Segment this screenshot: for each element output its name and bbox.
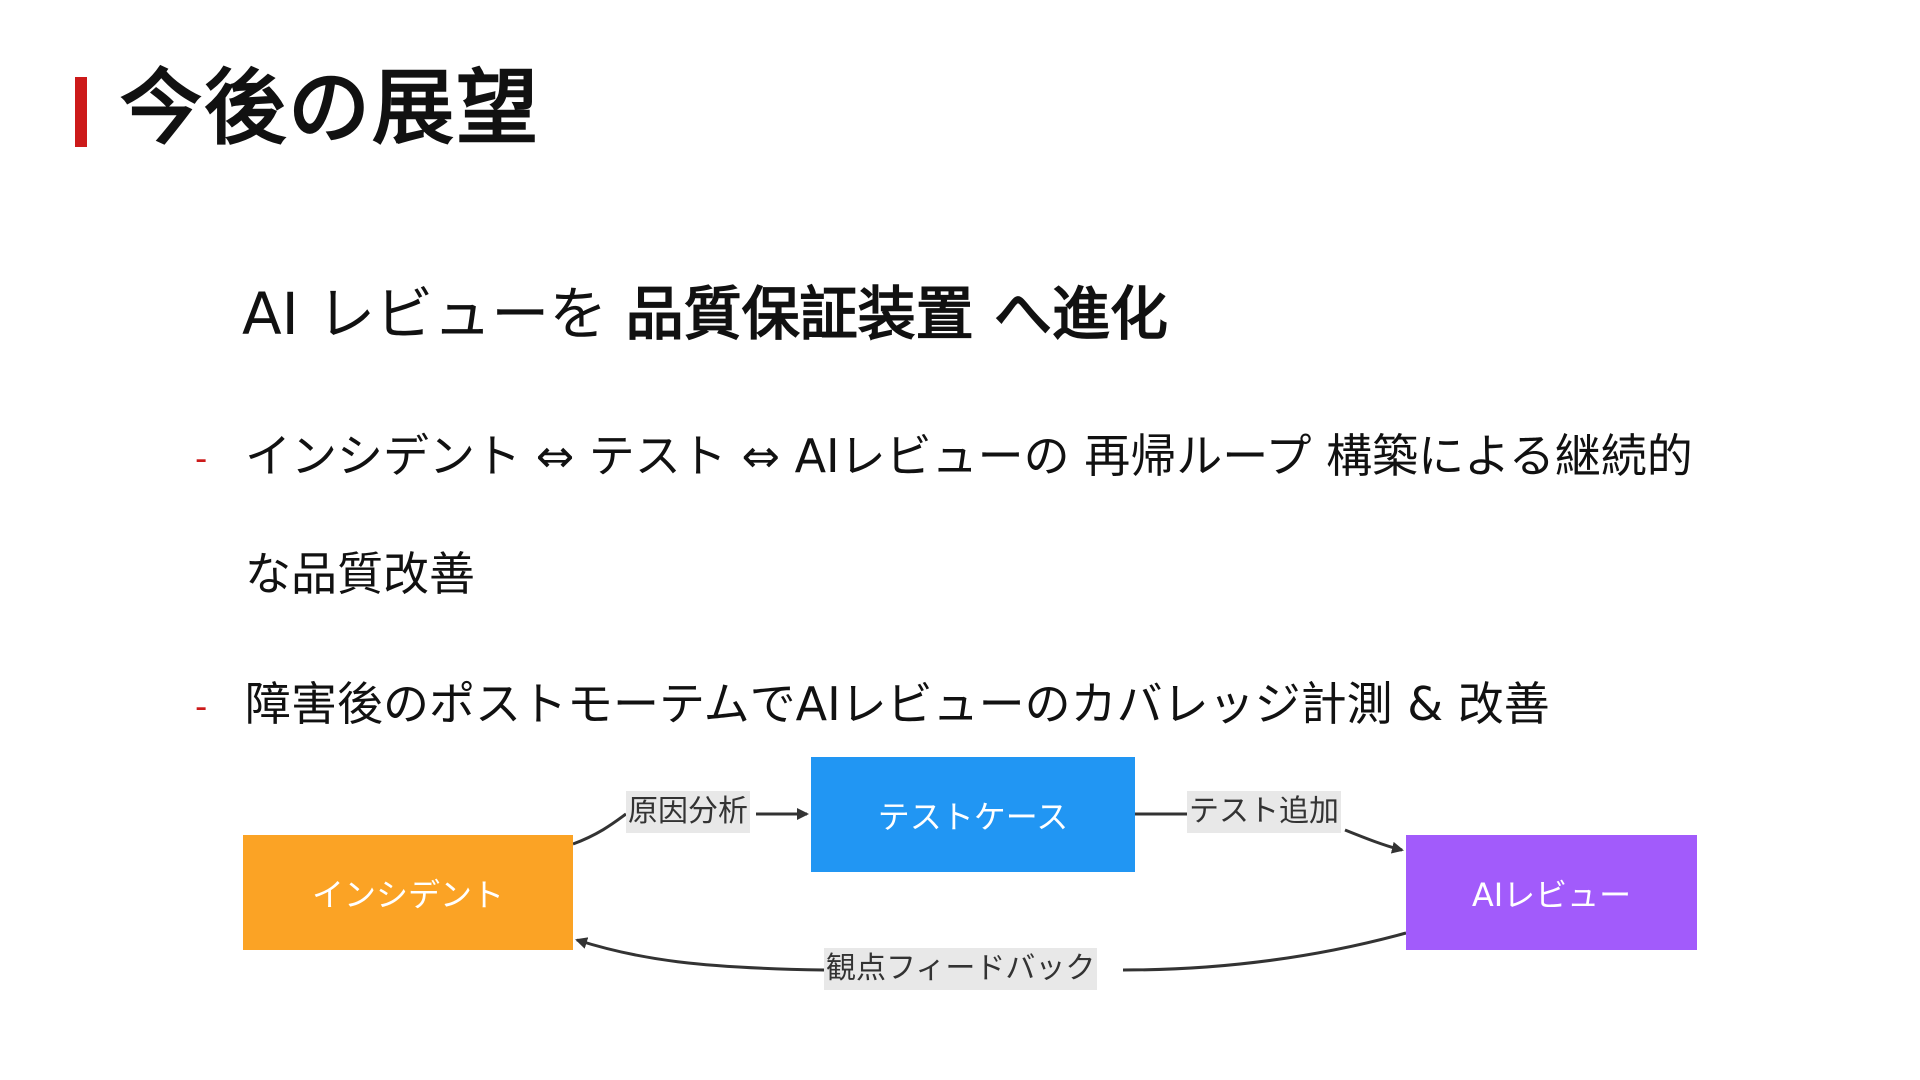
- heading-strong: 品質保証装置 へ進化: [625, 280, 1168, 348]
- bullet-dash: -: [195, 439, 208, 479]
- node-ai-review: AIレビュー: [1406, 835, 1697, 950]
- node-test-case: テストケース: [811, 757, 1135, 872]
- bullet-item-1: - インシデント ⇔ テスト ⇔ AIレビューの 再帰ループ 構築による継続的 …: [195, 428, 1795, 628]
- bullet-dash: -: [195, 687, 208, 727]
- edge-test-to-ai-arrow: [1344, 828, 1404, 854]
- title-accent-bar: [75, 77, 87, 147]
- edge-label-root-cause: 原因分析: [626, 791, 750, 833]
- bullet-text-line2: な品質改善: [245, 547, 475, 601]
- slide-heading: AI レビューを 品質保証装置 へ進化: [242, 280, 1168, 348]
- edge-incident-to-test: [572, 812, 627, 846]
- bullet-item-2: - 障害後のポストモーテムでAIレビューのカバレッジ計測 & 改善: [195, 676, 1795, 746]
- edge-ai-to-incident-arrow: [575, 937, 825, 972]
- node-incident: インシデント: [243, 835, 573, 950]
- edge-label-feedback: 観点フィードバック: [824, 948, 1098, 990]
- bullet-text-line1: インシデント ⇔ テスト ⇔ AIレビューの 再帰ループ 構築による継続的: [245, 429, 1693, 483]
- edge-ai-to-incident: [1122, 931, 1407, 972]
- heading-prefix: AI レビューを: [242, 280, 626, 348]
- bullet-text: 障害後のポストモーテムでAIレビューのカバレッジ計測 & 改善: [245, 677, 1550, 731]
- edge-label-add-test: テスト追加: [1187, 791, 1341, 833]
- slide-title: 今後の展望: [120, 61, 541, 156]
